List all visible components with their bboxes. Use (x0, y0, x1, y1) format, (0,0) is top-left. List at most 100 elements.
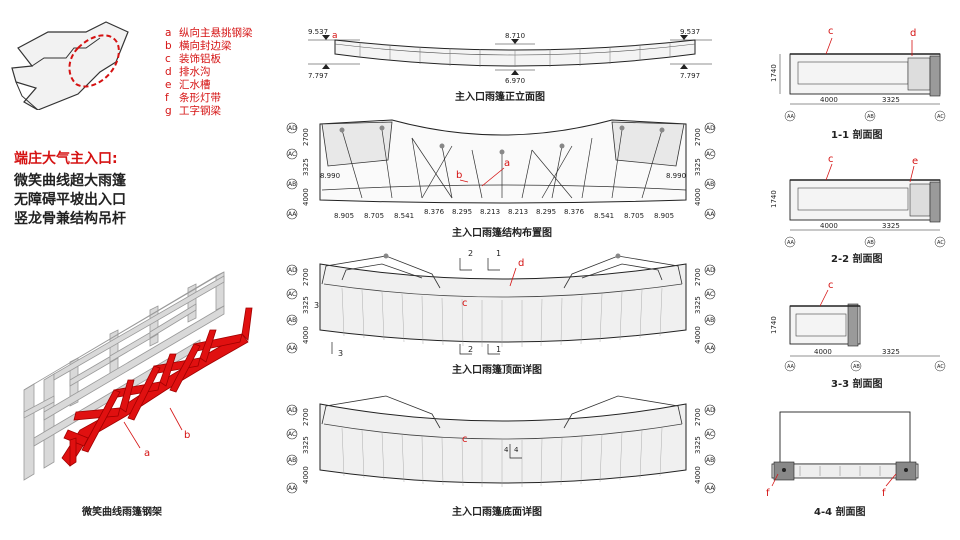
legend-text: 装饰铝板 (179, 53, 221, 65)
axis-label: AA (288, 345, 297, 352)
dim-4000: 4000 (302, 466, 310, 484)
section-mark: 3 (338, 349, 343, 358)
section-2-2-drawing: 1740 4000 3325 AA AB AC c e (770, 154, 946, 248)
elevation-caption: 主入口雨篷正立面图 (455, 92, 545, 103)
level-mid-top: 8.710 (505, 32, 525, 40)
section-2-2-caption: 2-2 剖面图 (831, 254, 883, 265)
axis-label: AB (288, 181, 296, 188)
tag-a: a (332, 31, 338, 41)
axis-label: AC (706, 151, 714, 158)
axis-label: AA (706, 485, 715, 492)
side-level-left: 8.990 (320, 172, 340, 180)
canopy-top-plan: AD AC AB AA AD AC AB AA 2 1 2 1 3 3 c d … (286, 249, 716, 358)
axis-label: AA (787, 364, 795, 370)
legend-item-g: g 工字钢梁 (165, 105, 221, 117)
legend-text: 工字钢梁 (179, 105, 221, 117)
legend-item-c: c 装饰铝板 (165, 53, 221, 65)
tag-c: c (462, 434, 468, 445)
steel-frame-caption: 微笑曲线雨篷钢架 (82, 507, 162, 518)
dim-3325: 3325 (882, 96, 900, 104)
section-mark: 4 (514, 446, 519, 454)
dim-2700: 2700 (302, 408, 310, 426)
level-right-bottom: 7.797 (680, 72, 700, 80)
section-mark: 1 (496, 345, 501, 354)
canopy-elevation-drawing: 9.537 7.797 8.710 6.970 9.537 7.797 a (308, 28, 712, 85)
section-3-3-caption: 3-3 剖面图 (831, 379, 883, 390)
structure-level: 8.541 (394, 212, 414, 220)
axis-label: AC (288, 291, 296, 298)
legend-key: g (165, 105, 172, 117)
axis-label: AB (288, 317, 296, 324)
side-level-right: 8.990 (666, 172, 686, 180)
legend-text: 条形灯带 (179, 92, 221, 104)
tag-d: d (518, 258, 524, 269)
level-right-top: 9.537 (680, 28, 700, 36)
dim-4000: 4000 (302, 188, 310, 206)
structure-level: 8.705 (364, 212, 384, 220)
legend-text: 排水沟 (179, 66, 211, 78)
dim-3325: 3325 (694, 296, 702, 314)
axis-label: AB (853, 364, 860, 370)
structure-level: 8.295 (536, 208, 556, 216)
legend-item-f: f 条形灯带 (165, 92, 221, 104)
canopy-3d-thumbnail (11, 21, 129, 110)
legend-key: c (165, 53, 171, 65)
legend-item-e: e 汇水槽 (165, 79, 211, 91)
dim-4000: 4000 (302, 326, 310, 344)
section-mark: 4 (504, 446, 509, 454)
dim-4000: 4000 (820, 96, 838, 104)
tag-c: c (828, 154, 834, 165)
dim-4000: 4000 (820, 222, 838, 230)
axis-label: AB (867, 240, 874, 246)
section-1-1-caption: 1-1 剖面图 (831, 130, 883, 141)
tag-b: b (184, 430, 190, 441)
axis-label: AB (706, 181, 714, 188)
dim-3325: 3325 (694, 436, 702, 454)
level-left-top: 9.537 (308, 28, 328, 36)
section-mark: 1 (496, 249, 501, 258)
structure-level: 8.376 (424, 208, 445, 216)
dim-2700: 2700 (302, 128, 310, 146)
legend-text: 纵向主悬挑钢梁 (179, 27, 253, 39)
axis-label: AC (706, 291, 714, 298)
legend-key: e (165, 79, 172, 91)
section-1-1-drawing: 1740 4000 3325 AA AB AC c d (770, 26, 946, 122)
axis-label: AA (288, 485, 297, 492)
top-plan-caption: 主入口雨篷顶面详图 (452, 365, 542, 376)
legend-key: b (165, 40, 172, 52)
legend-key: a (165, 27, 172, 39)
dim-1740: 1740 (770, 316, 778, 334)
dim-2700: 2700 (694, 128, 702, 146)
structure-level: 8.541 (594, 212, 614, 220)
structure-level: 8.905 (334, 212, 354, 220)
legend-text: 汇水槽 (179, 79, 211, 91)
dim-3325: 3325 (302, 158, 310, 176)
axis-label: AA (706, 211, 715, 218)
dim-2700: 2700 (694, 268, 702, 286)
axis-label: AB (288, 457, 296, 464)
axis-label: AC (937, 114, 944, 120)
structure-level: 8.376 (564, 208, 585, 216)
legend-key: f (165, 92, 169, 104)
structure-level: 8.705 (624, 212, 644, 220)
axis-label: AD (706, 267, 715, 274)
canopy-structure-plan: AD AC AB AA AD AC AB AA a b 8.990 8.990 … (286, 119, 716, 220)
dim-2700: 2700 (302, 268, 310, 286)
axis-label: AA (288, 211, 297, 218)
structure-level: 8.213 (480, 208, 500, 216)
tag-a: a (144, 448, 150, 459)
bottom-plan-caption: 主入口雨篷底面详图 (452, 507, 542, 518)
level-left-bottom: 7.797 (308, 72, 328, 80)
axis-label: AC (706, 431, 714, 438)
section-4-4-caption: 4-4 剖面图 (814, 507, 866, 518)
dim-4000: 4000 (814, 348, 832, 356)
dim-4000: 4000 (694, 326, 702, 344)
axis-label: AA (787, 114, 795, 120)
section-4-4-drawing: f f (766, 411, 919, 499)
tag-c: c (828, 26, 834, 37)
dim-3325: 3325 (694, 158, 702, 176)
section-mark: 2 (468, 345, 473, 354)
dim-3325: 3325 (302, 296, 310, 314)
feature-2: 无障碍平坡出入口 (14, 192, 126, 208)
legend-item-a: a 纵向主悬挑钢梁 (165, 27, 253, 39)
